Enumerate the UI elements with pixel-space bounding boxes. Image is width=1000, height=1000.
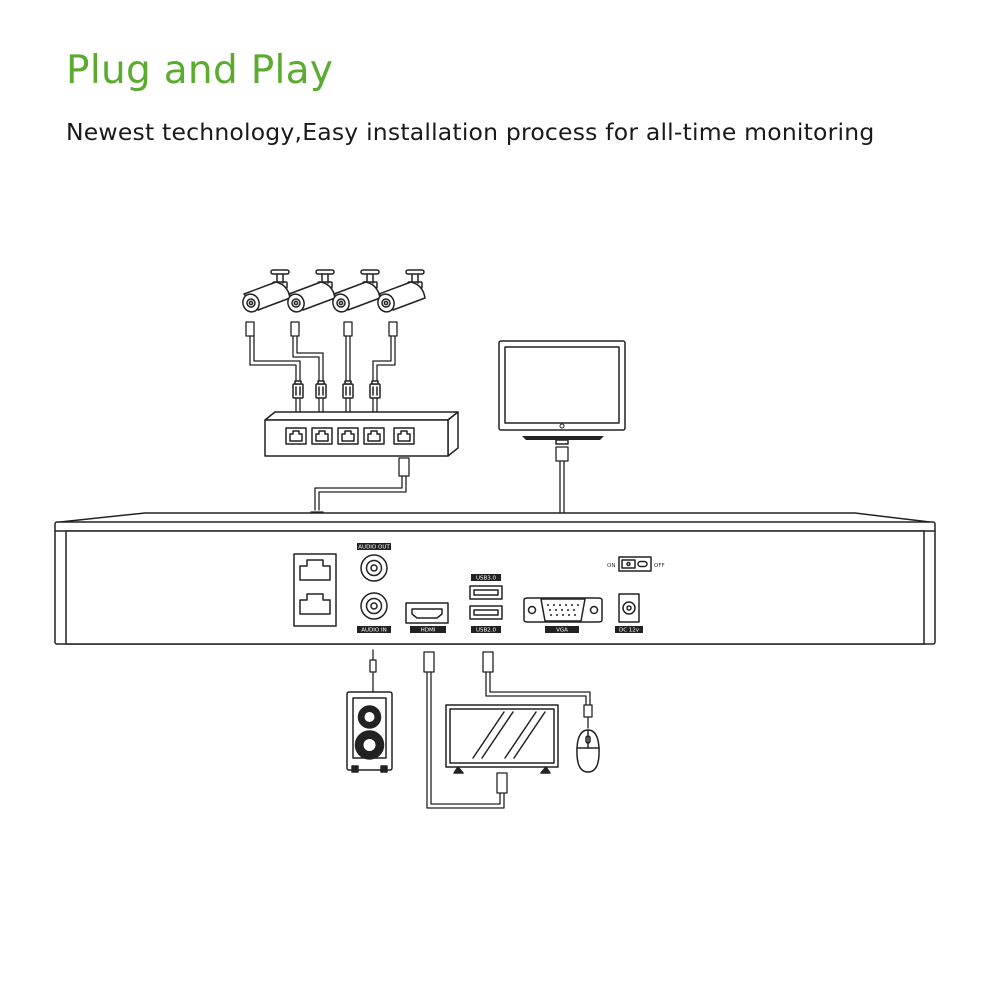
svg-text:DC 12v: DC 12v [619,628,640,634]
svg-text:ON: ON [607,563,615,569]
usb2-port: USB2.0 [469,605,503,634]
speaker-icon [346,691,393,773]
monitor-icon [498,340,626,445]
svg-text:OFF: OFF [654,563,665,569]
camera-cable [245,321,301,381]
vga-port: VGA [523,597,603,634]
camera-icon [329,269,381,315]
ethernet-plug-icon [369,380,381,399]
hdmi-cable [423,651,508,809]
svg-text:VGA: VGA [556,628,568,634]
usb3-port: USB3.0 [469,574,503,600]
ethernet-plug-icon [342,380,354,399]
hdmi-port: HDMI [405,602,449,634]
ethernet-plug-icon [292,380,304,399]
power-switch: ON OFF [607,556,665,572]
mouse-icon [576,729,600,773]
camera-icon [374,269,426,315]
camera-cable [343,321,353,381]
tv-icon [445,704,559,774]
audio-cable [369,649,377,693]
svg-text:HDMI: HDMI [421,628,436,634]
audio-out-port: AUDIO OUT [357,543,391,582]
network-switch-icon [264,411,459,457]
svg-text:USB2.0: USB2.0 [476,628,497,634]
svg-text:USB3.0: USB3.0 [476,576,497,582]
ethernet-plug-icon [315,380,327,399]
audio-in-port: AUDIO IN [357,592,391,634]
svg-text:AUDIO IN: AUDIO IN [361,628,386,634]
page-title: Plug and Play [66,48,334,93]
camera-icon [239,269,291,315]
lan-ports [293,553,337,627]
camera-cable [372,321,398,381]
camera-icon [284,269,336,315]
dc-power-port: DC 12v [615,593,643,634]
usb-cable [482,651,593,729]
camera-cable [290,321,324,381]
page-subtitle: Newest technology,Easy installation proc… [66,118,875,146]
svg-text:AUDIO OUT: AUDIO OUT [358,545,390,551]
